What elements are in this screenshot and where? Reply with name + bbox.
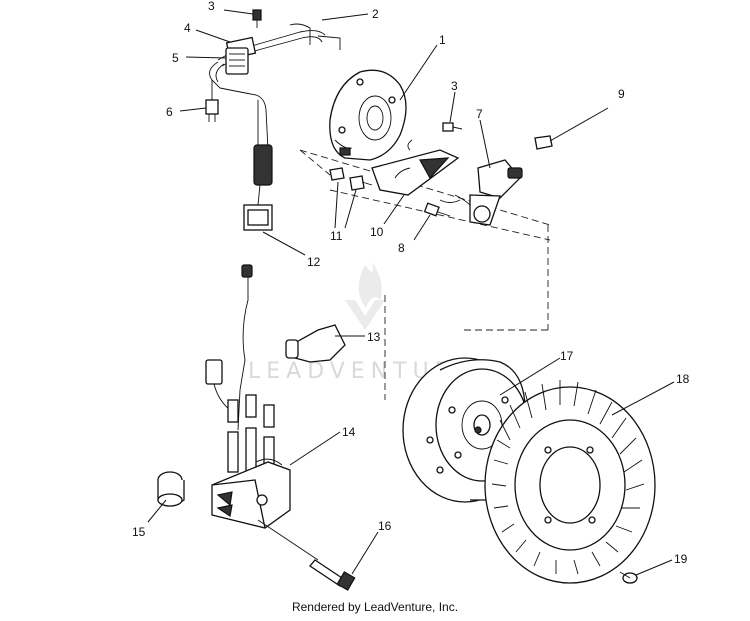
callout-14: 14	[342, 425, 356, 439]
bracket-5	[225, 47, 249, 75]
footer-credit: Rendered by LeadVenture, Inc.	[291, 600, 459, 614]
callout-11: 11	[330, 229, 343, 243]
callout-7: 7	[476, 107, 483, 121]
callout-15: 15	[132, 525, 146, 539]
stator-plate	[329, 69, 407, 161]
screw-9	[534, 107, 609, 150]
callout-13: 13	[367, 330, 381, 344]
callout-12: 12	[307, 255, 321, 269]
callout-16: 16	[378, 519, 392, 533]
wiring-harness	[205, 23, 341, 256]
callout-18: 18	[676, 372, 690, 386]
callout-1: 1	[439, 33, 446, 47]
cooling-fan	[484, 380, 656, 584]
callout-2: 2	[372, 7, 379, 21]
callout-17: 17	[560, 349, 574, 363]
screws-11	[329, 167, 373, 191]
callout-19: 19	[674, 552, 688, 566]
screw-19	[619, 571, 638, 584]
callout-6: 6	[166, 105, 173, 119]
callout-10: 10	[370, 225, 384, 239]
callout-9: 9	[618, 87, 625, 101]
callout-4: 4	[184, 21, 191, 35]
screw-3-mid	[442, 122, 463, 132]
ignition-coil	[205, 264, 346, 529]
screw-3-top	[252, 9, 262, 28]
callout-3-top: 3	[208, 0, 215, 13]
pulser-assembly	[371, 139, 523, 226]
callout-5: 5	[172, 51, 179, 65]
callout-3-mid: 3	[451, 79, 458, 93]
callout-8: 8	[398, 241, 405, 255]
screw-8	[423, 202, 451, 217]
spacer-15	[157, 471, 185, 507]
bolt-16	[257, 519, 356, 591]
watermark-logo	[345, 262, 385, 330]
